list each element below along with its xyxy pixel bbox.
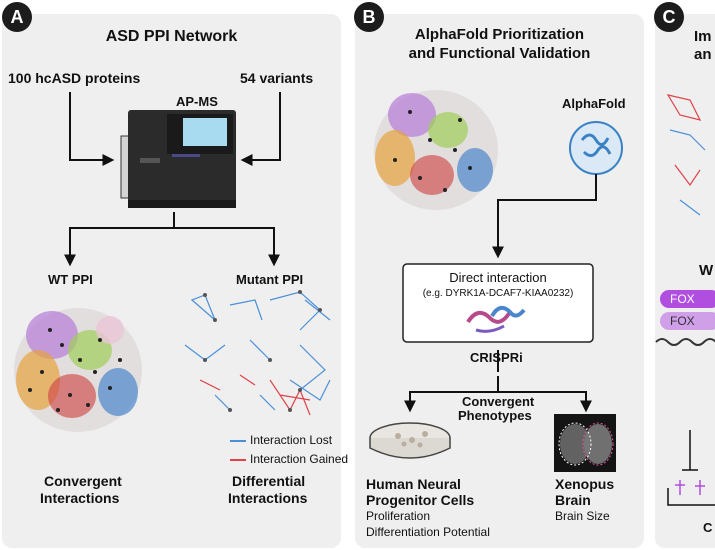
crispri-label: CRISPRi [470, 350, 523, 365]
legend-gained-label: Interaction Gained [250, 452, 349, 466]
panel-b-title-line2: and Functional Validation [408, 45, 591, 62]
xenopus-sub: Brain Size [555, 509, 610, 523]
panel-a-title: ASD PPI Network [105, 28, 238, 45]
phenotypes-line1: Convergent [462, 394, 535, 409]
direct-interaction-title: Direct interaction [449, 270, 547, 285]
mutant-ppi-network [184, 290, 331, 416]
npc-line1: Human Neural [366, 476, 461, 492]
dna-icon [655, 338, 715, 346]
differential-interactions-line2: Interactions [228, 490, 308, 506]
panel-a-arrows [64, 92, 281, 267]
panel-c-connector [682, 430, 698, 471]
fox-pill-2 [660, 312, 715, 330]
panel-a-badge: A [2, 2, 32, 32]
panel-c-w-frag: W [699, 262, 714, 279]
fox-pill-1 [660, 290, 715, 308]
npc-sub1: Proliferation [366, 509, 431, 523]
direct-interaction-example: (e.g. DYRK1A-DCAF7-KIAA0232) [422, 288, 574, 299]
input-variants: 54 variants [240, 70, 314, 86]
wt-ppi-network [14, 308, 142, 432]
npc-sub2: Differentiation Potential [366, 525, 490, 539]
npc-line2: Progenitor Cells [366, 492, 475, 508]
panel-c-bottom-frag: C [703, 520, 713, 535]
petri-dish-icon [369, 422, 451, 459]
panel-a [2, 14, 341, 548]
panel-b-arrows [404, 174, 597, 413]
panel-c-badge: C [654, 2, 684, 32]
fox-label-1: FOX [670, 292, 695, 306]
direct-interaction-box [402, 263, 594, 343]
fox-label-2: FOX [670, 314, 695, 328]
neuron-icon [675, 480, 705, 495]
wt-ppi-label: WT PPI [48, 272, 93, 287]
panel-c-title-frag2: an [694, 46, 712, 63]
panel-c-title-frag1: Im [694, 28, 712, 45]
panel-b-title-line1: AlphaFold Prioritization [414, 26, 585, 43]
convergent-interactions-line1: Convergent [44, 473, 122, 489]
mutant-ppi-label: Mutant PPI [236, 272, 304, 287]
protein-complex-icon [466, 305, 526, 333]
panel-b-network [374, 90, 498, 210]
phenotypes-line2: Phenotypes [458, 408, 532, 423]
legend-lost-label: Interaction Lost [250, 433, 333, 447]
panel-c-network [666, 94, 706, 216]
panel-c [655, 14, 715, 548]
input-hcasd-proteins: 100 hcASD proteins [8, 70, 141, 86]
ap-ms-label: AP-MS [176, 94, 218, 109]
differential-interactions-line1: Differential [232, 473, 306, 489]
alphafold-icon [569, 121, 623, 175]
xenopus-line1: Xenopus [555, 476, 615, 492]
ap-ms-instrument-icon [120, 110, 236, 208]
xenopus-line2: Brain [555, 492, 591, 508]
panel-b-badge: B [354, 2, 384, 32]
convergent-interactions-line2: Interactions [40, 490, 120, 506]
alphafold-label: AlphaFold [562, 96, 626, 111]
xenopus-brain-image [554, 414, 616, 472]
